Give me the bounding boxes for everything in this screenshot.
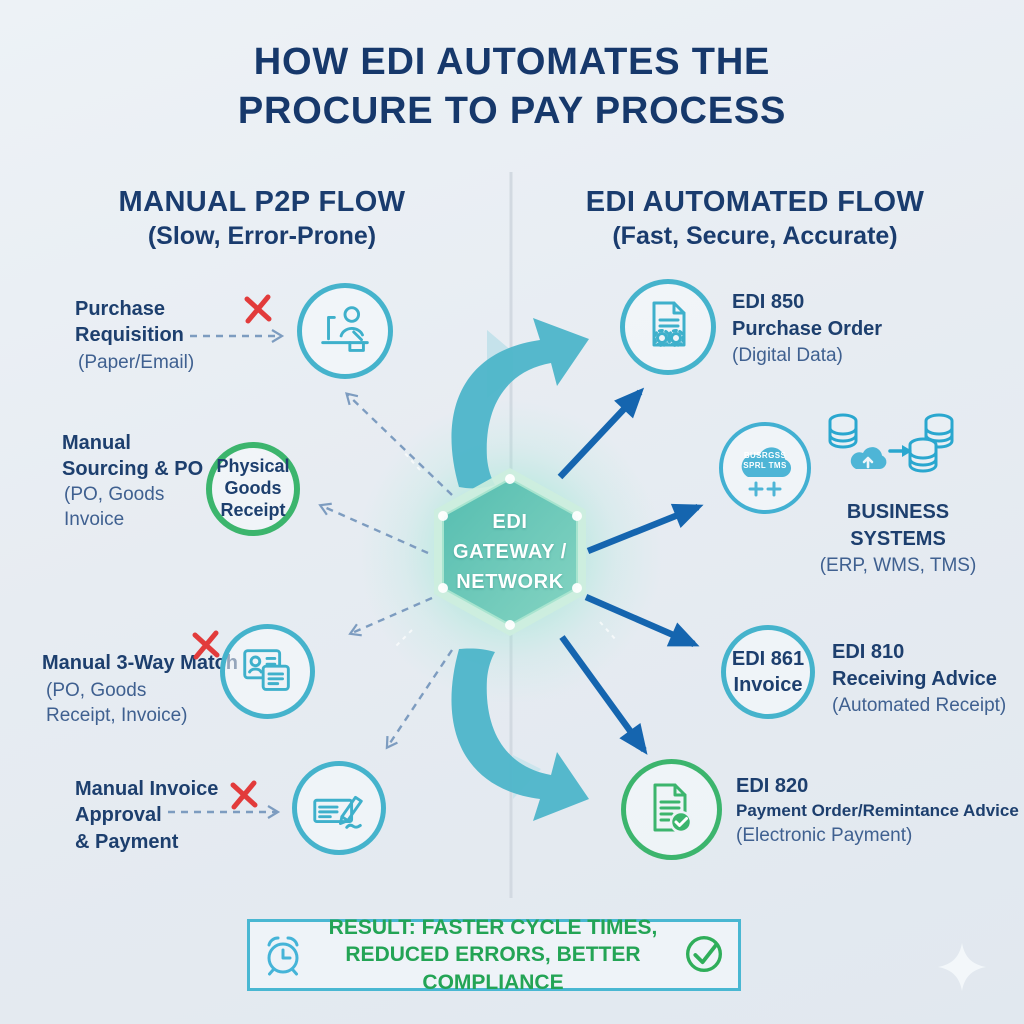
red-x-icon (244, 294, 272, 324)
manual-step1-circle (297, 283, 393, 379)
top-cycle-arrow (451, 318, 589, 489)
red-x-icon (230, 780, 258, 810)
edi-820-note: (Electronic Payment) (736, 824, 913, 846)
red-x-icon (192, 630, 220, 660)
result-text: RESULT: FASTER CYCLE TIMES, REDUCED ERRO… (328, 916, 658, 994)
cloud-label: BUSRGSS SPRL TMS (743, 451, 787, 471)
manual-flow-heading: MANUAL P2P FLOW (Slow, Error-Prone) (85, 186, 439, 251)
physical-goods-receipt-label: Physical Goods Receipt (216, 456, 290, 520)
servers-icon (828, 413, 954, 473)
edi-850-name: Purchase Order (732, 317, 883, 340)
edi-gateway-label: EDI GATEWAY / NETWORK (453, 511, 567, 593)
check-signing-icon (313, 795, 363, 829)
manual-step3-label: Manual 3-Way Match (42, 652, 238, 674)
document-gears-icon (652, 301, 686, 347)
edi-gateway-hexagon (395, 449, 617, 647)
edi-step1-text: EDI 850 Purchase Order (Digital Data) (732, 289, 882, 368)
manual-step2-note: (PO, Goods Invoice (64, 484, 165, 531)
manual-step3-circle (220, 624, 315, 719)
sparkle-icon (938, 943, 986, 991)
bottom-cycle-arrow (451, 648, 589, 821)
edi-step3-text: EDI 810 Receiving Advice (Automated Rece… (832, 639, 1006, 718)
business-systems-name: BUSINESS SYSTEMS (846, 501, 950, 550)
manual-step3-note: (PO, Goods Receipt, Invoice) (46, 680, 188, 727)
edi-861-circle-label: EDI 861 Invoice (731, 648, 805, 696)
result-box: RESULT: FASTER CYCLE TIMES, REDUCED ERRO… (247, 916, 741, 994)
dashed-arrows-manual-side (168, 329, 453, 819)
manual-step1-note: (Paper/Email) (78, 352, 195, 373)
manual-step2-label: Manual Sourcing & PO (62, 432, 204, 481)
edi-step4-text: EDI 820 Payment Order/Remintance Advice … (736, 773, 1024, 848)
edi-flow-heading: EDI AUTOMATED FLOW (Fast, Secure, Accura… (578, 186, 932, 251)
document-check-icon (653, 783, 692, 833)
edi-861-circle: EDI 861 Invoice (721, 625, 815, 719)
cloud-icon (741, 447, 792, 497)
edi-810-code: EDI 810 (832, 641, 905, 663)
edi-820-code: EDI 820 (736, 775, 809, 797)
edi-flow-header: EDI AUTOMATED FLOW (585, 186, 925, 218)
edi-850-code: EDI 850 (732, 291, 805, 313)
person-at-desk-icon (321, 306, 369, 352)
infographic-title: HOW EDI AUTOMATES THE PROCURE TO PAY PRO… (237, 41, 787, 133)
business-systems-note: (ERP, WMS, TMS) (819, 554, 977, 576)
manual-flow-header: MANUAL P2P FLOW (118, 186, 406, 218)
physical-goods-receipt-badge: Physical Goods Receipt (206, 442, 300, 536)
edi-810-note: (Automated Receipt) (832, 694, 1007, 716)
edi-820-name: Payment Order/Remintance Advice (736, 800, 1019, 820)
edi-step1-circle (620, 279, 716, 375)
id-cards-icon (242, 648, 290, 691)
edi-850-note: (Digital Data) (732, 344, 843, 366)
solid-arrows-edi-side (557, 387, 704, 755)
edi-flow-subheader: (Fast, Secure, Accurate) (612, 222, 898, 250)
manual-step4-circle (292, 761, 386, 855)
alarm-clock-icon (267, 936, 299, 976)
business-systems-circle (719, 422, 811, 514)
manual-flow-subheader: (Slow, Error-Prone) (147, 222, 377, 250)
edi-810-name: Receiving Advice (832, 667, 997, 690)
edi-step2-text: BUSINESS SYSTEMS (ERP, WMS, TMS) (800, 499, 996, 578)
check-circle-icon (686, 936, 722, 973)
manual-step4-label: Manual Invoice Approval & Payment (75, 778, 219, 853)
manual-step1-label: Purchase Requisition (75, 298, 184, 347)
edi-step4-circle (621, 759, 722, 860)
